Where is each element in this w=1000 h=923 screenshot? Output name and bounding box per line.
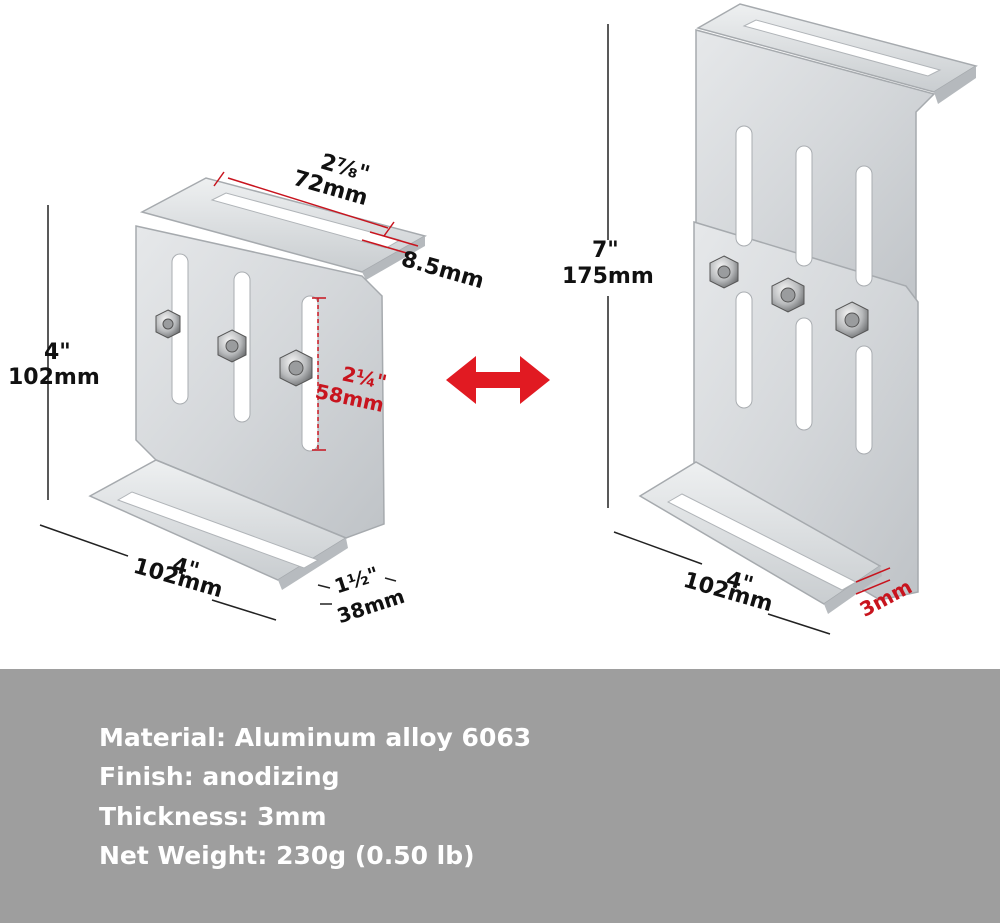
bracket-illustration: [39, 3, 978, 635]
spec-net-weight: Net Weight: 230g (0.50 lb): [99, 841, 475, 870]
right-dimension-lines: [607, 24, 891, 635]
left-height-mm: 102mm: [8, 365, 100, 390]
adjust-double-arrow-icon: [446, 356, 550, 404]
spec-material: Material: Aluminum alloy 6063: [99, 723, 532, 752]
right-bracket: [638, 3, 978, 614]
hex-bolt-icon: [835, 301, 869, 339]
hex-bolt-icon: [709, 255, 739, 289]
spec-finish: Finish: anodizing: [99, 762, 340, 791]
left-dimension-lines: [39, 171, 419, 621]
specs-panel: Material: Aluminum alloy 6063 Finish: an…: [0, 669, 1000, 923]
hex-bolt-icon: [279, 349, 313, 387]
spec-thickness: Thickness: 3mm: [99, 802, 327, 831]
left-bracket: [88, 177, 427, 590]
hex-bolt-icon: [155, 309, 181, 339]
right-height-mm: 175mm: [562, 264, 654, 289]
hex-bolt-icon: [771, 277, 805, 313]
right-height-in: 7": [592, 238, 619, 263]
hex-bolt-icon: [217, 329, 247, 363]
left-height-in: 4": [44, 340, 71, 365]
